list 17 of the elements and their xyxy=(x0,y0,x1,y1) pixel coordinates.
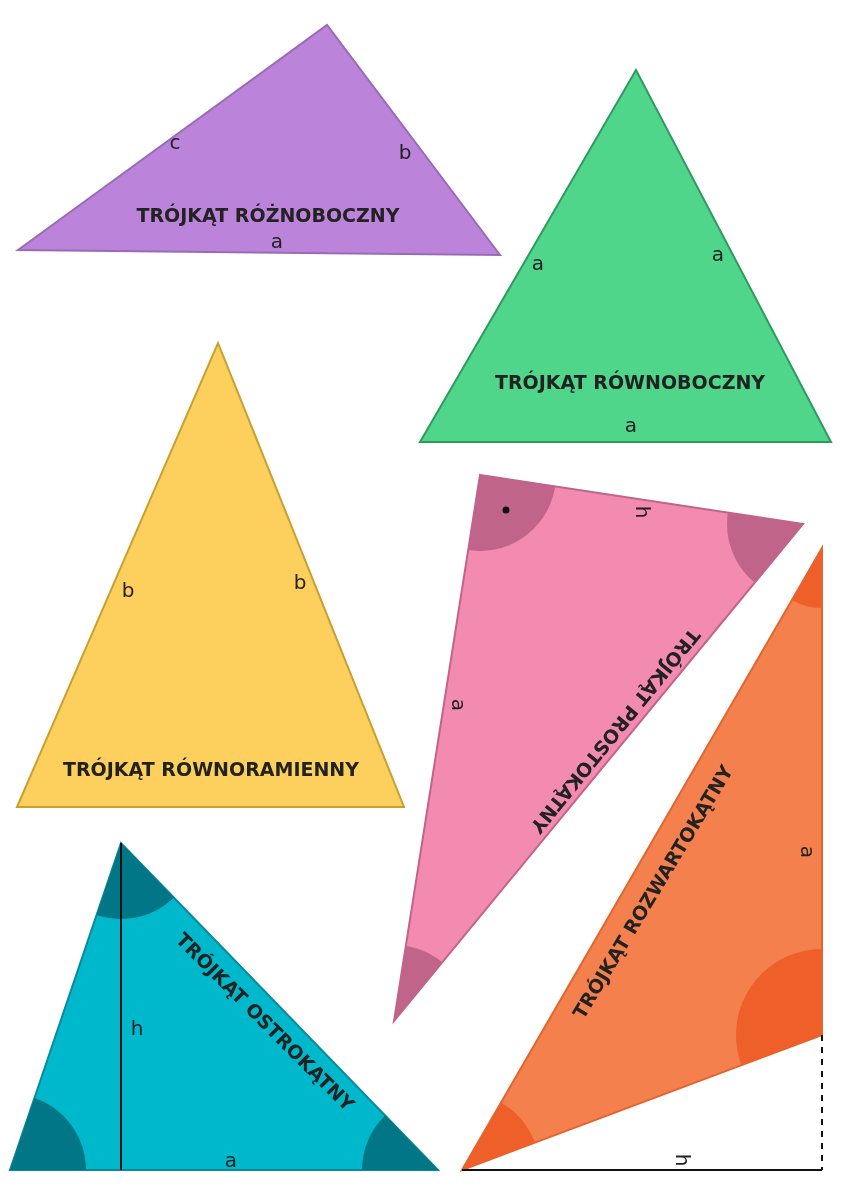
side-label: c xyxy=(169,132,181,152)
side-label: h xyxy=(673,1153,693,1167)
side-label: a xyxy=(531,253,545,273)
side-label: a xyxy=(224,1150,238,1170)
side-label: b xyxy=(398,142,412,162)
side-label: a xyxy=(711,244,725,264)
triangle-name: TRÓJKĄT RÓWNORAMIENNY xyxy=(63,759,359,779)
side-label: b xyxy=(293,572,307,592)
side-label: h xyxy=(633,505,653,519)
side-label: h xyxy=(130,1018,144,1038)
triangle-name: TRÓJKĄT RÓWNOBOCZNY xyxy=(494,372,766,392)
triangle-name: TRÓJKĄT RÓŻNOBOCZNY xyxy=(136,205,400,225)
side-label: a xyxy=(270,231,284,251)
side-label: a xyxy=(798,845,818,859)
side-label: b xyxy=(121,580,135,600)
side-label: a xyxy=(449,698,469,712)
side-label: a xyxy=(624,415,638,435)
